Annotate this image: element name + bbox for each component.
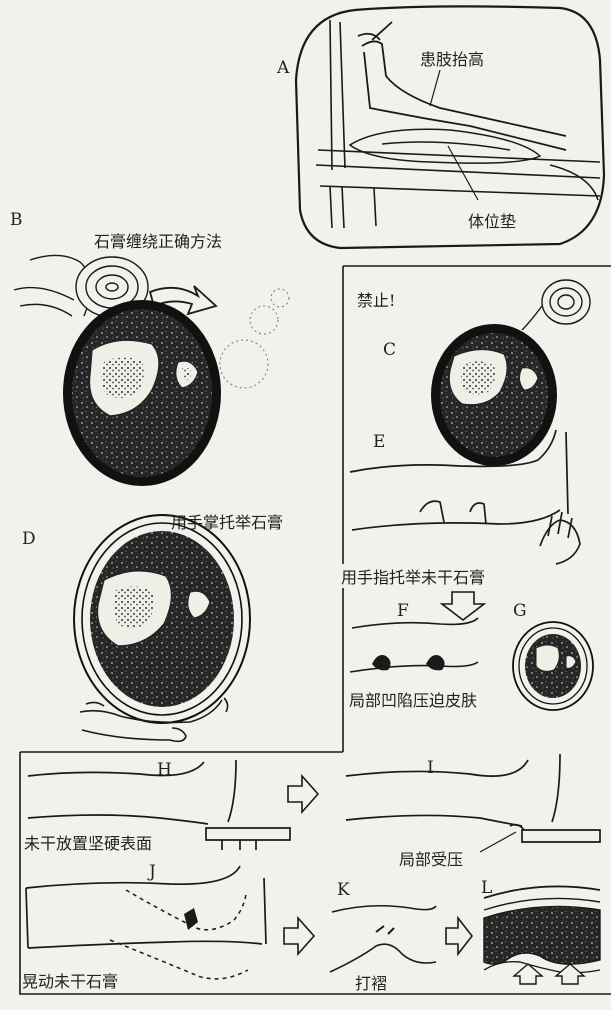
bottom-panel-frame: [20, 752, 611, 994]
panel-a-frame: [296, 6, 604, 248]
panel-f-caption: 局部凹陷压迫皮肤: [349, 687, 477, 711]
cross-section-d: [74, 515, 250, 723]
panel-i-letter: I: [427, 758, 434, 778]
panel-b-caption: 石膏缠绕正确方法: [94, 228, 222, 252]
limb-j: [26, 866, 266, 948]
depression-marks-f: [372, 655, 445, 670]
limb-k: [330, 906, 436, 972]
cross-section-g: [513, 622, 593, 710]
panel-l-letter: L: [481, 878, 492, 898]
panel-d-letter: D: [22, 529, 36, 549]
cross-section-b: [64, 301, 220, 485]
panel-h-caption: 未干放置坚硬表面: [22, 830, 154, 854]
limb-f: [350, 618, 478, 672]
pressure-point-j: [184, 908, 198, 930]
panel-j-caption: 晃动未干石膏: [22, 968, 118, 992]
panel-j-letter: J: [149, 862, 156, 882]
plaster-roll-c: [522, 280, 590, 330]
right-arrow-hi: [288, 776, 318, 812]
panel-c-letter: C: [383, 340, 396, 360]
panel-i-caption: 局部受压: [397, 846, 465, 870]
down-arrow-ef: [442, 592, 484, 620]
up-arrows-l: [514, 964, 584, 984]
leader-line-i: [480, 832, 516, 852]
limb-i: [346, 754, 600, 842]
panel-k-caption: 打褶: [355, 970, 387, 994]
panel-a-label-pad: 体位垫: [466, 208, 518, 232]
right-arrow-kl: [446, 918, 472, 954]
section-l: [484, 886, 600, 972]
panel-e-letter: E: [373, 432, 385, 452]
leader-lines-a: [430, 70, 478, 200]
panel-d-caption: 用手掌托举石膏: [171, 509, 283, 533]
fold-marks-k: [376, 926, 394, 934]
panel-f-letter: F: [397, 601, 409, 621]
panel-b-letter: B: [10, 210, 23, 230]
panel-a-label-elevate: 患肢抬高: [418, 46, 486, 70]
panel-e-caption: 用手指托举未干石膏: [339, 564, 487, 588]
panel-h-letter: H: [157, 760, 172, 780]
panel-a-letter: A: [277, 58, 289, 78]
spinning-blur-b: [220, 289, 289, 388]
panel-k-letter: K: [337, 880, 350, 900]
cross-section-c: [432, 325, 556, 465]
panel-c-forbidden-label: 禁止!: [357, 287, 395, 311]
panel-g-letter: G: [513, 601, 527, 621]
wobble-dashes-j: [110, 890, 248, 979]
right-arrow-jk: [284, 918, 314, 954]
